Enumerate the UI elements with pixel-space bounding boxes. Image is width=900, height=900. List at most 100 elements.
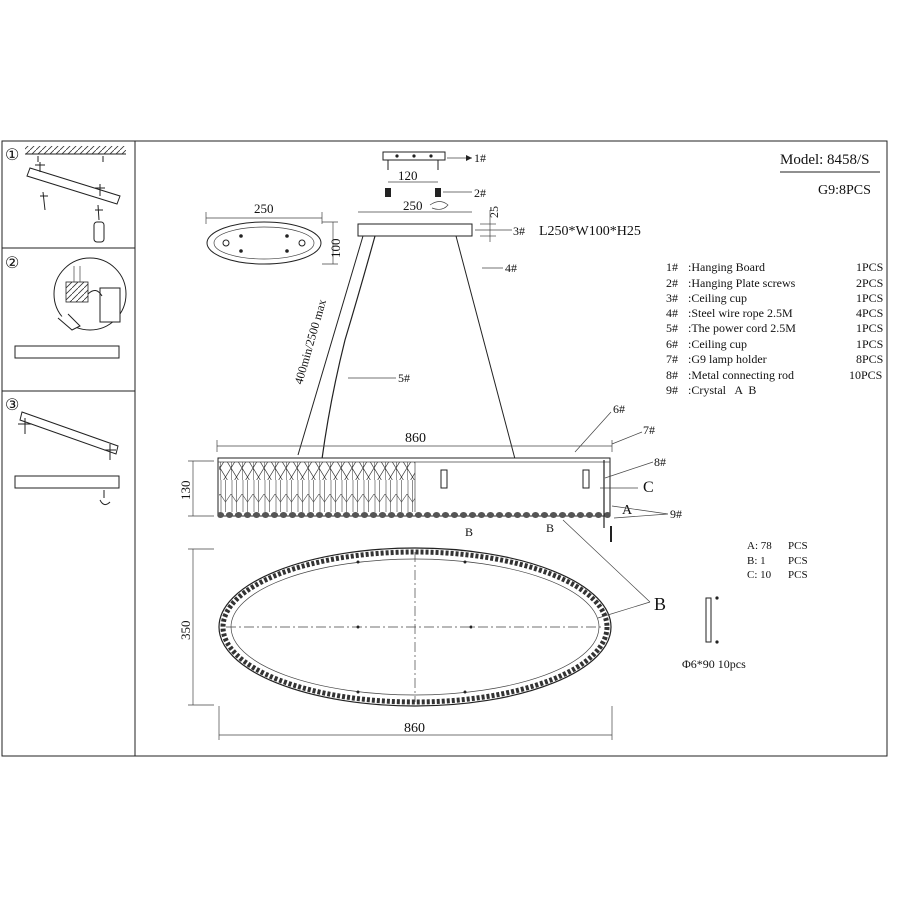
callout-4: 4# <box>505 261 517 275</box>
oval-bead-ring <box>220 549 610 705</box>
part-qty: 2PCS <box>856 276 883 290</box>
part-row: 1# :Hanging Board 1PCS <box>666 260 883 274</box>
part-row: 7# :G9 lamp holder 8PCS <box>666 352 883 366</box>
ceiling-cup-side: 250 25 3# L250*W100*H25 <box>357 198 641 242</box>
ceiling-cup-top-view: 250 100 <box>205 201 343 265</box>
letter-b-big: B <box>654 594 666 614</box>
part-name: :The power cord 2.5M <box>688 321 796 335</box>
fixture-side-view: 860 130 6# 7# 8# C A 9# B B <box>178 402 682 542</box>
dim-hanging-board: 120 <box>398 168 418 183</box>
part-row: 5# :The power cord 2.5M 1PCS <box>666 321 883 335</box>
crystal-row: B: 1 PCS <box>747 555 808 567</box>
letter-c: C <box>643 479 654 496</box>
part-qty: 4PCS <box>856 306 883 320</box>
part-id: 1# <box>666 260 678 274</box>
power-cord <box>321 235 376 460</box>
callout-7: 7# <box>643 423 655 437</box>
dim-oval-length: 860 <box>404 721 425 736</box>
plate-screws: 2# <box>385 186 486 210</box>
lamp-holder-left <box>440 469 448 489</box>
dim-fixture-length: 860 <box>405 431 426 446</box>
letter-b-1: B <box>465 525 473 539</box>
model-label: Model: <box>780 152 823 168</box>
part-row: 2# :Hanging Plate screws 2PCS <box>666 276 883 290</box>
cord-connector-icon <box>93 221 105 243</box>
dim-top-view-width: 100 <box>328 239 343 259</box>
part-row: 9# :Crystal A B <box>666 383 756 397</box>
steel-wire-left <box>297 235 364 456</box>
part-qty: 10PCS <box>849 368 882 382</box>
step-3-panel: ③ <box>5 397 120 506</box>
crystal-label: C: 10 <box>747 569 772 581</box>
dim-cable-length: 400min/2500 max <box>291 298 329 386</box>
crystal-qty: PCS <box>788 555 808 567</box>
crystal-band-pattern <box>219 462 415 480</box>
part-name: :Hanging Plate screws <box>688 276 796 290</box>
part-qty: 1PCS <box>856 321 883 335</box>
part-qty: 1PCS <box>856 337 883 351</box>
mounted-bar-icon <box>19 411 119 455</box>
bulb-spec: G9:8PCS <box>818 183 871 198</box>
part-qty: 1PCS <box>856 291 883 305</box>
part-row: 4# :Steel wire rope 2.5M 4PCS <box>666 306 883 320</box>
step-2-number: ② <box>5 255 19 272</box>
suspension-cables: 4# 5# 400min/2500 max <box>291 235 517 460</box>
callout-1: 1# <box>474 151 486 165</box>
callout-9: 9# <box>670 507 682 521</box>
letter-b-2: B <box>546 521 554 535</box>
part-id: 4# <box>666 306 678 320</box>
model-block: Model: 8458/S G9:8PCS <box>780 152 880 198</box>
callout-3: 3# <box>513 224 525 238</box>
crystal-label: A: 78 <box>747 540 772 552</box>
crystal-qty: PCS <box>788 569 808 581</box>
parts-list: 1# :Hanging Board 1PCS 2# :Hanging Plate… <box>666 260 883 397</box>
part-row: 6# :Ceiling cup 1PCS <box>666 337 883 351</box>
part-id: 9# <box>666 383 678 397</box>
rod-spec: Φ6*90 10pcs <box>682 657 746 671</box>
callout-5: 5# <box>398 371 410 385</box>
crystal-row: C: 10 PCS <box>747 569 808 581</box>
part-id: 6# <box>666 337 678 351</box>
rod-detail: Φ6*90 10pcs <box>682 596 746 671</box>
letter-a: A <box>622 503 633 518</box>
lamp-holder-right <box>582 469 590 489</box>
crystal-row: A: 78 PCS <box>747 540 808 552</box>
part-row: 3# :Ceiling cup 1PCS <box>666 291 883 305</box>
part-name: :G9 lamp holder <box>688 352 767 366</box>
part-name: :Hanging Board <box>688 260 765 274</box>
ceiling-cup-spec: L250*W100*H25 <box>539 224 641 239</box>
part-id: 3# <box>666 291 678 305</box>
fixture-bottom-view: 350 860 B <box>178 519 666 740</box>
callout-6: 6# <box>613 402 625 416</box>
part-id: 5# <box>666 321 678 335</box>
step-1-panel: ① <box>5 146 126 243</box>
fixture-bar-icon-2 <box>14 475 120 489</box>
callout-8: 8# <box>654 455 666 469</box>
crystal-label: B: 1 <box>747 555 766 567</box>
part-name: :Steel wire rope 2.5M <box>688 306 793 320</box>
dim-fixture-height: 130 <box>178 481 193 501</box>
hanging-board: 1# 120 <box>382 151 486 183</box>
step-2-panel: ② <box>5 255 127 359</box>
part-name: :Crystal A B <box>688 383 756 397</box>
dim-ceiling-cup-height: 25 <box>487 206 501 218</box>
part-name: :Ceiling cup <box>688 291 747 305</box>
fixture-bar-icon <box>14 345 120 359</box>
part-name: :Ceiling cup <box>688 337 747 351</box>
crystal-qty: PCS <box>788 540 808 552</box>
step-3-number: ③ <box>5 397 19 414</box>
part-row: 8# :Metal connecting rod 10PCS <box>666 368 882 382</box>
part-id: 8# <box>666 368 678 382</box>
outer-frame <box>1 140 888 757</box>
dim-oval-width: 350 <box>178 621 193 641</box>
part-qty: 1PCS <box>856 260 883 274</box>
part-id: 2# <box>666 276 678 290</box>
model-value: 8458/S <box>827 152 870 168</box>
part-qty: 8PCS <box>856 352 883 366</box>
dim-top-view-length: 250 <box>254 201 274 216</box>
callout-2: 2# <box>474 186 486 200</box>
step-1-number: ① <box>5 147 19 164</box>
crystal-counts: A: 78 PCS B: 1 PCS C: 10 PCS <box>747 540 808 581</box>
part-id: 7# <box>666 352 678 366</box>
